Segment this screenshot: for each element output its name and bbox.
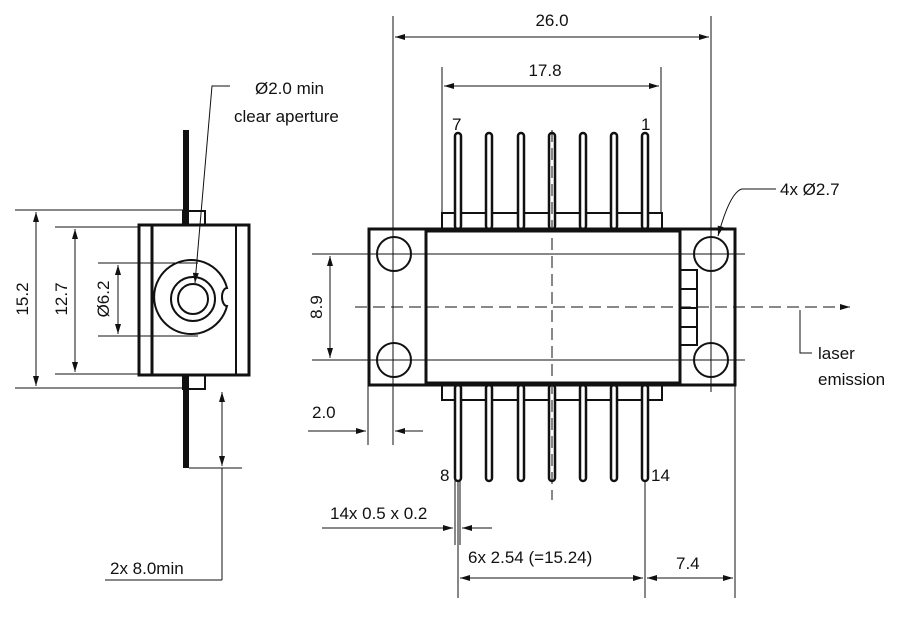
- dim-hole-pitch: 8.9: [307, 295, 326, 319]
- pin-pitch-label: 6x 2.54 (=15.24): [468, 548, 592, 567]
- pin: [453, 383, 463, 483]
- pin-label-14: 14: [651, 466, 670, 485]
- dim-overall-width: 26.0: [535, 11, 568, 30]
- dim-height-total: 15.2: [13, 282, 32, 315]
- pin: [578, 383, 588, 483]
- pin: [609, 383, 619, 483]
- pin: [547, 383, 557, 483]
- dim-emission-offset: 7.4: [676, 554, 700, 573]
- pin-size-label: 14x 0.5 x 0.2: [330, 504, 427, 523]
- side-pin-bottom: [183, 375, 189, 468]
- side-view: 15.2 12.7 Ø6.2 Ø2.0 min clear aperture 2…: [13, 79, 339, 581]
- dim-pin-span: 17.8: [528, 61, 561, 80]
- window-flange: [153, 259, 229, 335]
- pin: [484, 131, 494, 231]
- pin: [640, 383, 650, 483]
- pin-label-7: 7: [452, 115, 461, 134]
- dim-height-body: 12.7: [52, 282, 71, 315]
- side-pin-top: [183, 130, 189, 225]
- clear-aperture: [177, 283, 209, 315]
- pin: [453, 131, 463, 231]
- pin: [516, 131, 526, 231]
- pin: [547, 131, 557, 231]
- pin: [516, 383, 526, 483]
- pin-label-1: 1: [641, 115, 650, 134]
- pin: [484, 383, 494, 483]
- dim-hole-edge: 2.0: [312, 403, 336, 422]
- pin: [640, 131, 650, 231]
- side-body: [137, 223, 251, 377]
- pin: [578, 131, 588, 231]
- dim-window-dia: Ø6.2: [94, 281, 113, 318]
- dim-pin-length: 2x 8.0min: [110, 559, 184, 578]
- top-view: 26.0 17.8 7 1 8 14 4x Ø2.7 8.9 2.0 laser…: [307, 11, 885, 598]
- pin-label-8: 8: [440, 466, 449, 485]
- pin: [609, 131, 619, 231]
- mount-holes-label: 4x Ø2.7: [780, 180, 840, 199]
- aperture-sublabel: clear aperture: [234, 107, 339, 126]
- emission-label-1: laser: [818, 344, 855, 363]
- pins-top: [453, 131, 650, 231]
- aperture-label: Ø2.0 min: [255, 79, 324, 98]
- emission-label-2: emission: [818, 370, 885, 389]
